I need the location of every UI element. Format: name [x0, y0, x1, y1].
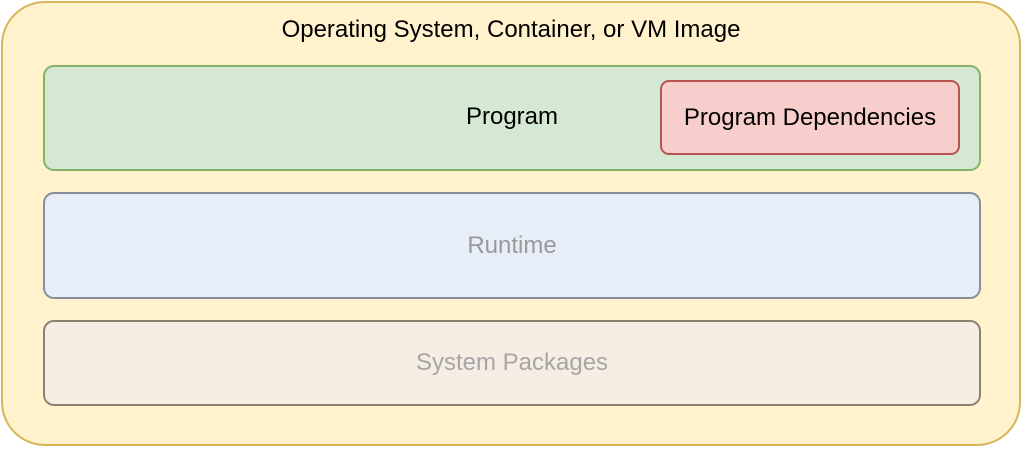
container-title: Operating System, Container, or VM Image — [281, 16, 741, 43]
program-label: Program — [465, 103, 559, 130]
system-packages-layer: System Packages — [43, 320, 981, 406]
system-packages-label: System Packages — [415, 349, 609, 376]
program-dependencies-label: Program Dependencies — [683, 103, 937, 131]
program-dependencies-box: Program Dependencies — [660, 80, 960, 155]
runtime-label: Runtime — [467, 231, 557, 259]
runtime-layer: Runtime — [43, 192, 981, 299]
